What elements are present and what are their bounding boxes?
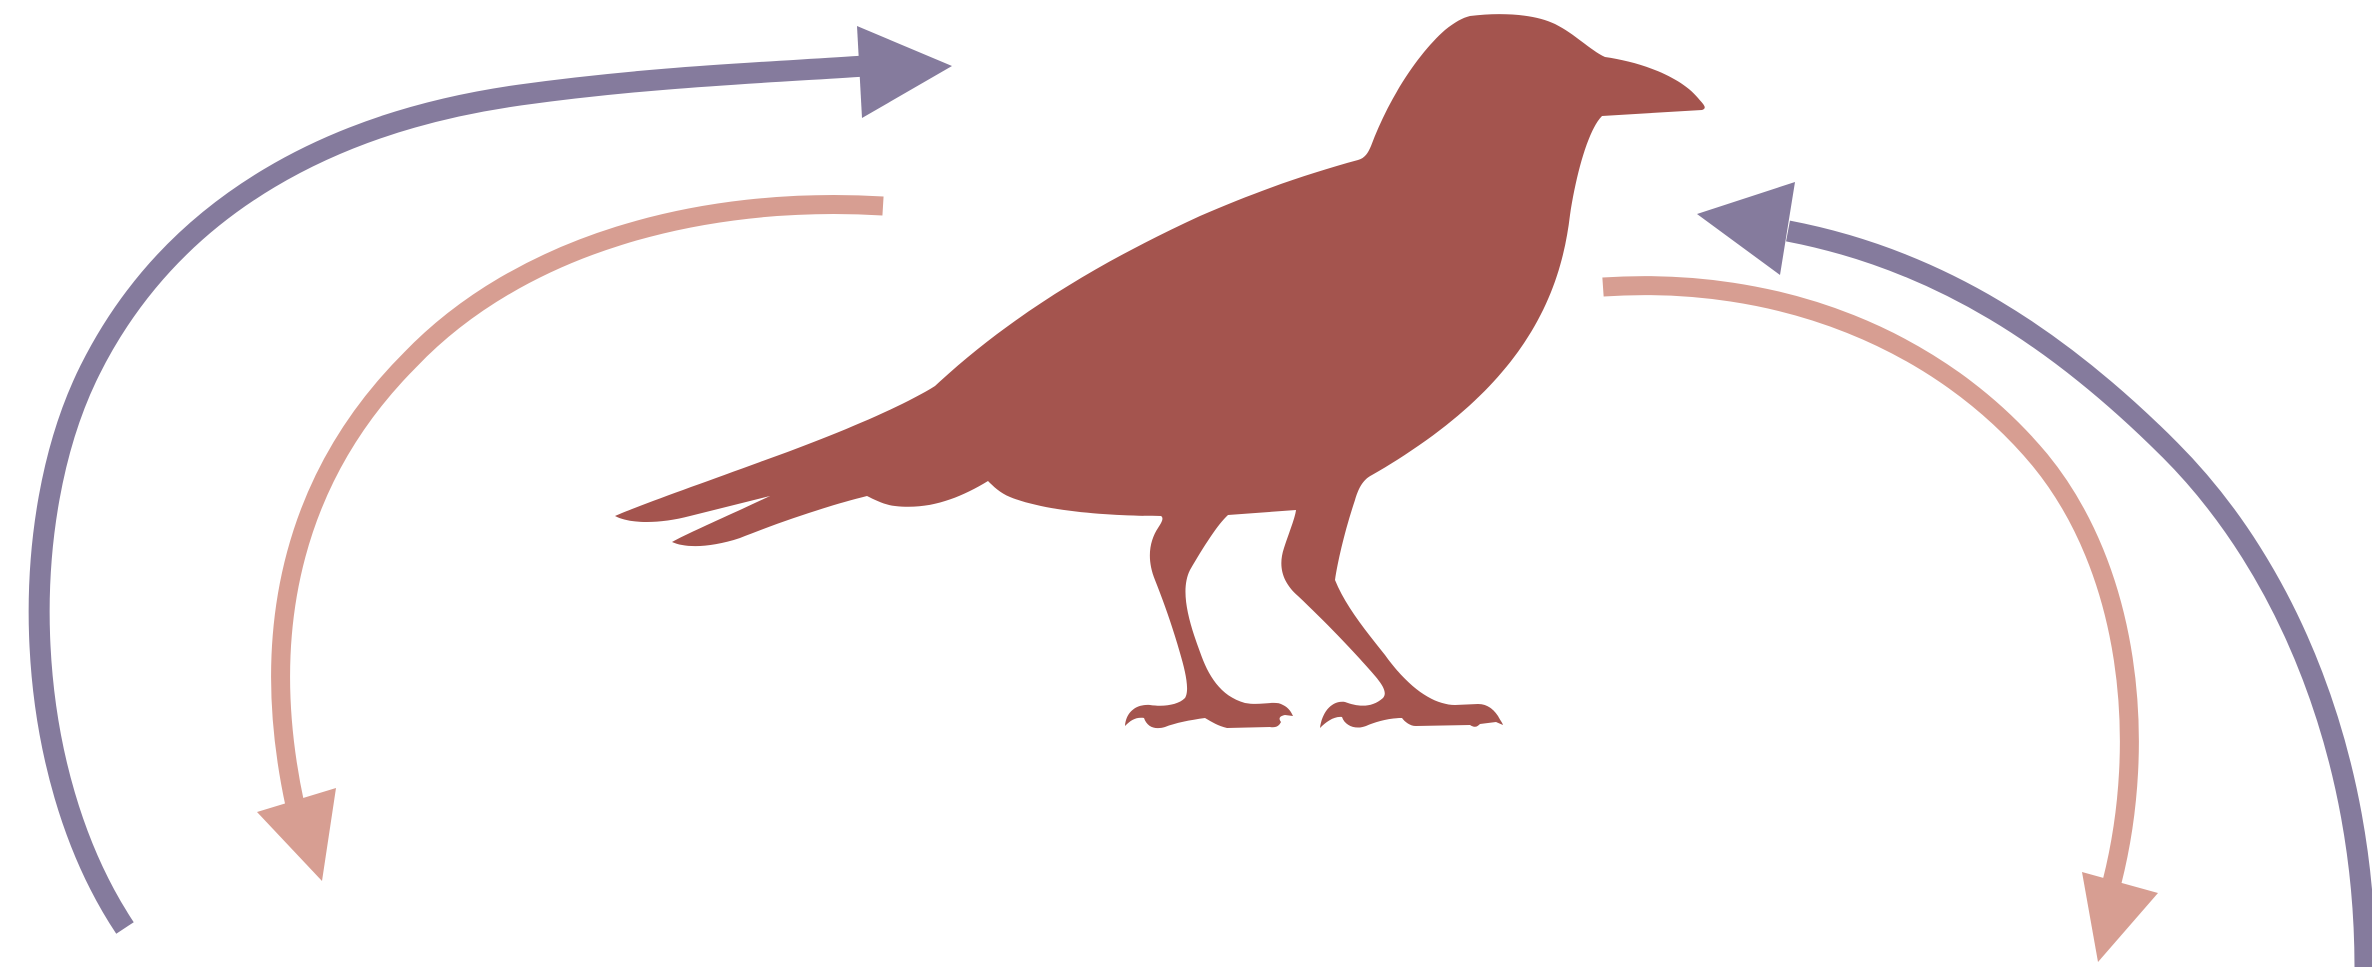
- inner-right-arrow: [1603, 286, 2158, 962]
- outer-right-arrow-head: [1697, 182, 1795, 275]
- crow-silhouette: [615, 14, 1705, 728]
- inner-left-arrow: [257, 205, 883, 881]
- crow-body: [615, 14, 1705, 728]
- inner-right-arrow-shaft: [1603, 286, 2129, 882]
- inner-right-arrow-head: [2082, 872, 2158, 962]
- inner-left-arrow-head: [257, 788, 336, 881]
- outer-left-arrow-head: [857, 26, 952, 118]
